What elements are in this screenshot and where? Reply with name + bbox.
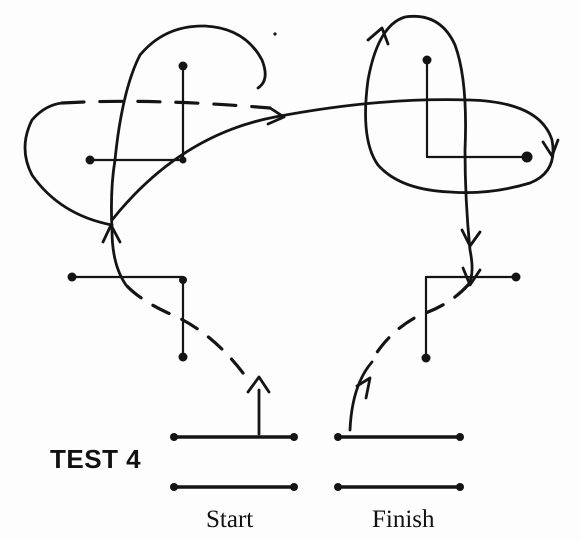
stake-upper-right — [425, 58, 529, 159]
path-left-loop — [23, 101, 114, 227]
arrow-finish-icon — [355, 376, 372, 400]
start-label: Start — [206, 506, 254, 533]
arrow-top-right-icon — [266, 106, 286, 126]
test-label: TEST 4 — [50, 444, 142, 474]
path-right-dashed — [370, 283, 470, 362]
arrow-start-icon — [246, 375, 271, 394]
start-gate — [172, 435, 296, 489]
path-cross-sweep — [110, 14, 555, 287]
path-finish-down — [348, 360, 374, 432]
path-left-up — [110, 24, 267, 287]
arrow-right-down-icon — [460, 228, 482, 248]
arrowheads — [101, 26, 560, 400]
finish-label: Finish — [372, 506, 435, 533]
finish-gate — [336, 435, 462, 489]
arrow-right-down2-icon — [461, 266, 482, 287]
arrow-right-loop-icon — [541, 138, 560, 158]
stake-dots — [67, 32, 533, 491]
stake-lower-right — [424, 275, 518, 360]
arrow-top-loop-icon — [366, 26, 390, 46]
stake-upper-left — [88, 64, 185, 162]
stake-lower-left — [70, 275, 185, 359]
arrow-left-up-icon — [101, 223, 122, 244]
path-top-dashed — [60, 99, 272, 110]
path-start-dashed — [124, 283, 245, 375]
